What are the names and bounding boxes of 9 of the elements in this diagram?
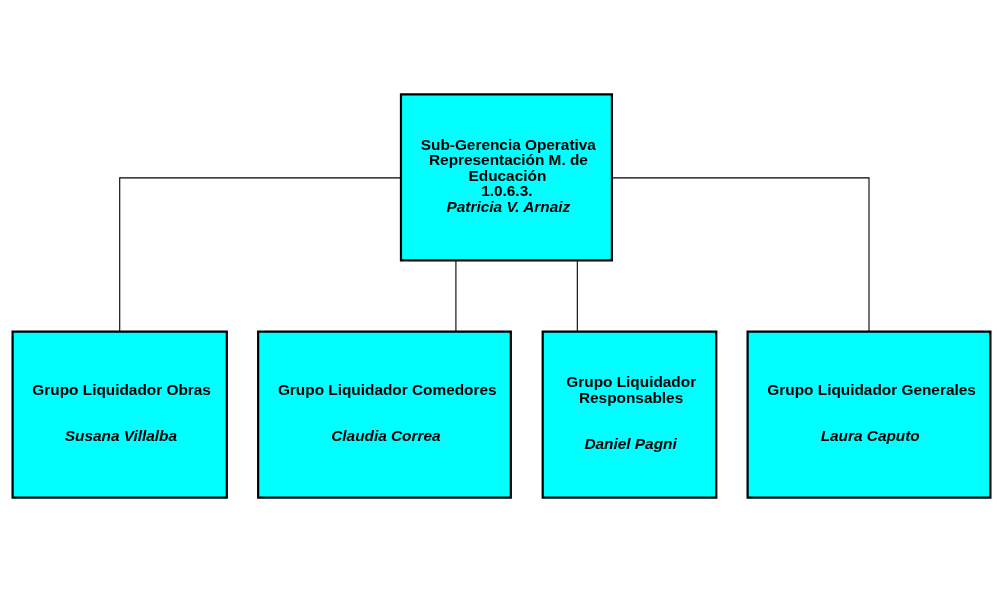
node-box: Grupo Liquidador Responsables Daniel Pagni (541, 330, 718, 499)
node-box: Grupo Liquidador Obras Susana Villalba (11, 330, 228, 499)
node-box: Sub-Gerencia Operativa Representación M. de Educación 1.0.6.3. Patricia V. Arnaiz (399, 92, 613, 261)
node-box: Grupo Liquidador Comedores Claudia Correa (257, 330, 512, 499)
connector (119, 176, 402, 332)
connector (455, 259, 457, 332)
node-box: Grupo Liquidador Generales Laura Caputo (746, 330, 992, 499)
connector (611, 176, 870, 332)
connector (576, 259, 578, 332)
